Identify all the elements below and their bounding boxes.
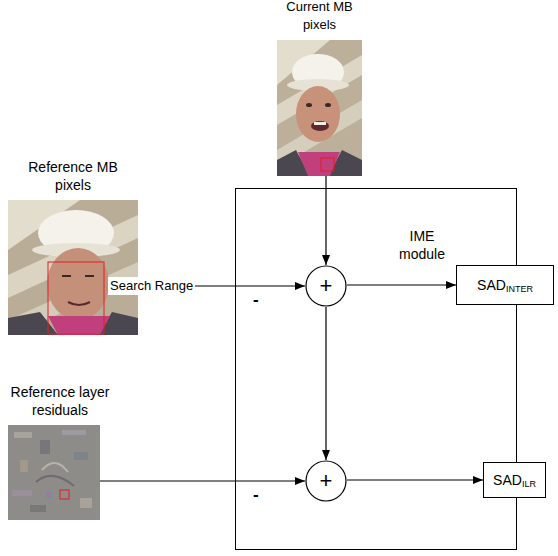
signal-arrow: [325, 307, 326, 460]
residual-patch: [30, 505, 46, 512]
image-caption: Current MB pixels: [275, 0, 365, 34]
operator-symbol: +: [320, 470, 333, 492]
minus-sign: -: [253, 291, 259, 309]
reference-frame: [8, 200, 138, 335]
eye: [85, 275, 94, 277]
sad-label: SAD: [493, 471, 522, 489]
jacket: [8, 312, 58, 335]
image-frame: Current MB pixels: [277, 40, 362, 176]
photo-ground: [8, 200, 138, 335]
collar: [48, 316, 110, 335]
residual-ground: [8, 425, 100, 520]
signal-arrow: [347, 479, 483, 480]
current-frame: [277, 40, 362, 176]
output-box: SADINTER: [456, 265, 554, 305]
residual-patch: [62, 430, 86, 435]
search-range-label: Search Range: [108, 277, 195, 295]
adder-outline: [306, 461, 346, 501]
residual-patch: [40, 440, 50, 454]
residual-edge: [36, 476, 74, 486]
sad-subscript: ILR: [522, 475, 536, 493]
macroblock-marker: [321, 158, 334, 171]
module-box: + + IME module: [235, 188, 517, 550]
eye: [306, 103, 312, 107]
operator-symbol: +: [320, 275, 333, 297]
minus-sign: -: [253, 486, 259, 504]
residual-edge: [42, 463, 68, 472]
mouth: [68, 302, 90, 305]
image-caption: Reference layer residuals: [4, 383, 116, 419]
mouth: [311, 121, 329, 131]
residual-patch: [20, 460, 28, 472]
residual-frame: [8, 425, 100, 520]
residual-patch: [74, 452, 88, 460]
eye: [62, 275, 71, 277]
residual-patch: [12, 490, 32, 496]
collar: [298, 152, 340, 176]
residual-patch: [46, 492, 52, 498]
signal-arrow: [325, 176, 326, 265]
adder-circle: +: [305, 265, 347, 307]
module-label: IME module: [386, 227, 458, 263]
image-frame: Reference MB pixelsSearch Range: [8, 200, 138, 335]
output-box: SADILR: [483, 462, 546, 498]
image-frame: Reference layer residuals: [8, 425, 100, 520]
sad-label: SAD: [477, 276, 506, 294]
face: [296, 86, 340, 142]
residual-patch: [80, 498, 92, 508]
adder-outline: [306, 266, 346, 306]
residual-patch: [14, 432, 32, 438]
sad-subscript: INTER: [506, 280, 533, 298]
photo-ground: [277, 40, 362, 176]
signal-arrow: [100, 480, 305, 481]
signal-arrow: [347, 284, 456, 285]
adder-circle: +: [305, 460, 347, 502]
face: [47, 248, 109, 320]
macroblock-marker: [60, 490, 69, 499]
teeth: [314, 122, 326, 125]
image-caption: Reference MB pixels: [28, 158, 118, 194]
search-range-box: [48, 262, 104, 334]
eye: [325, 103, 331, 107]
